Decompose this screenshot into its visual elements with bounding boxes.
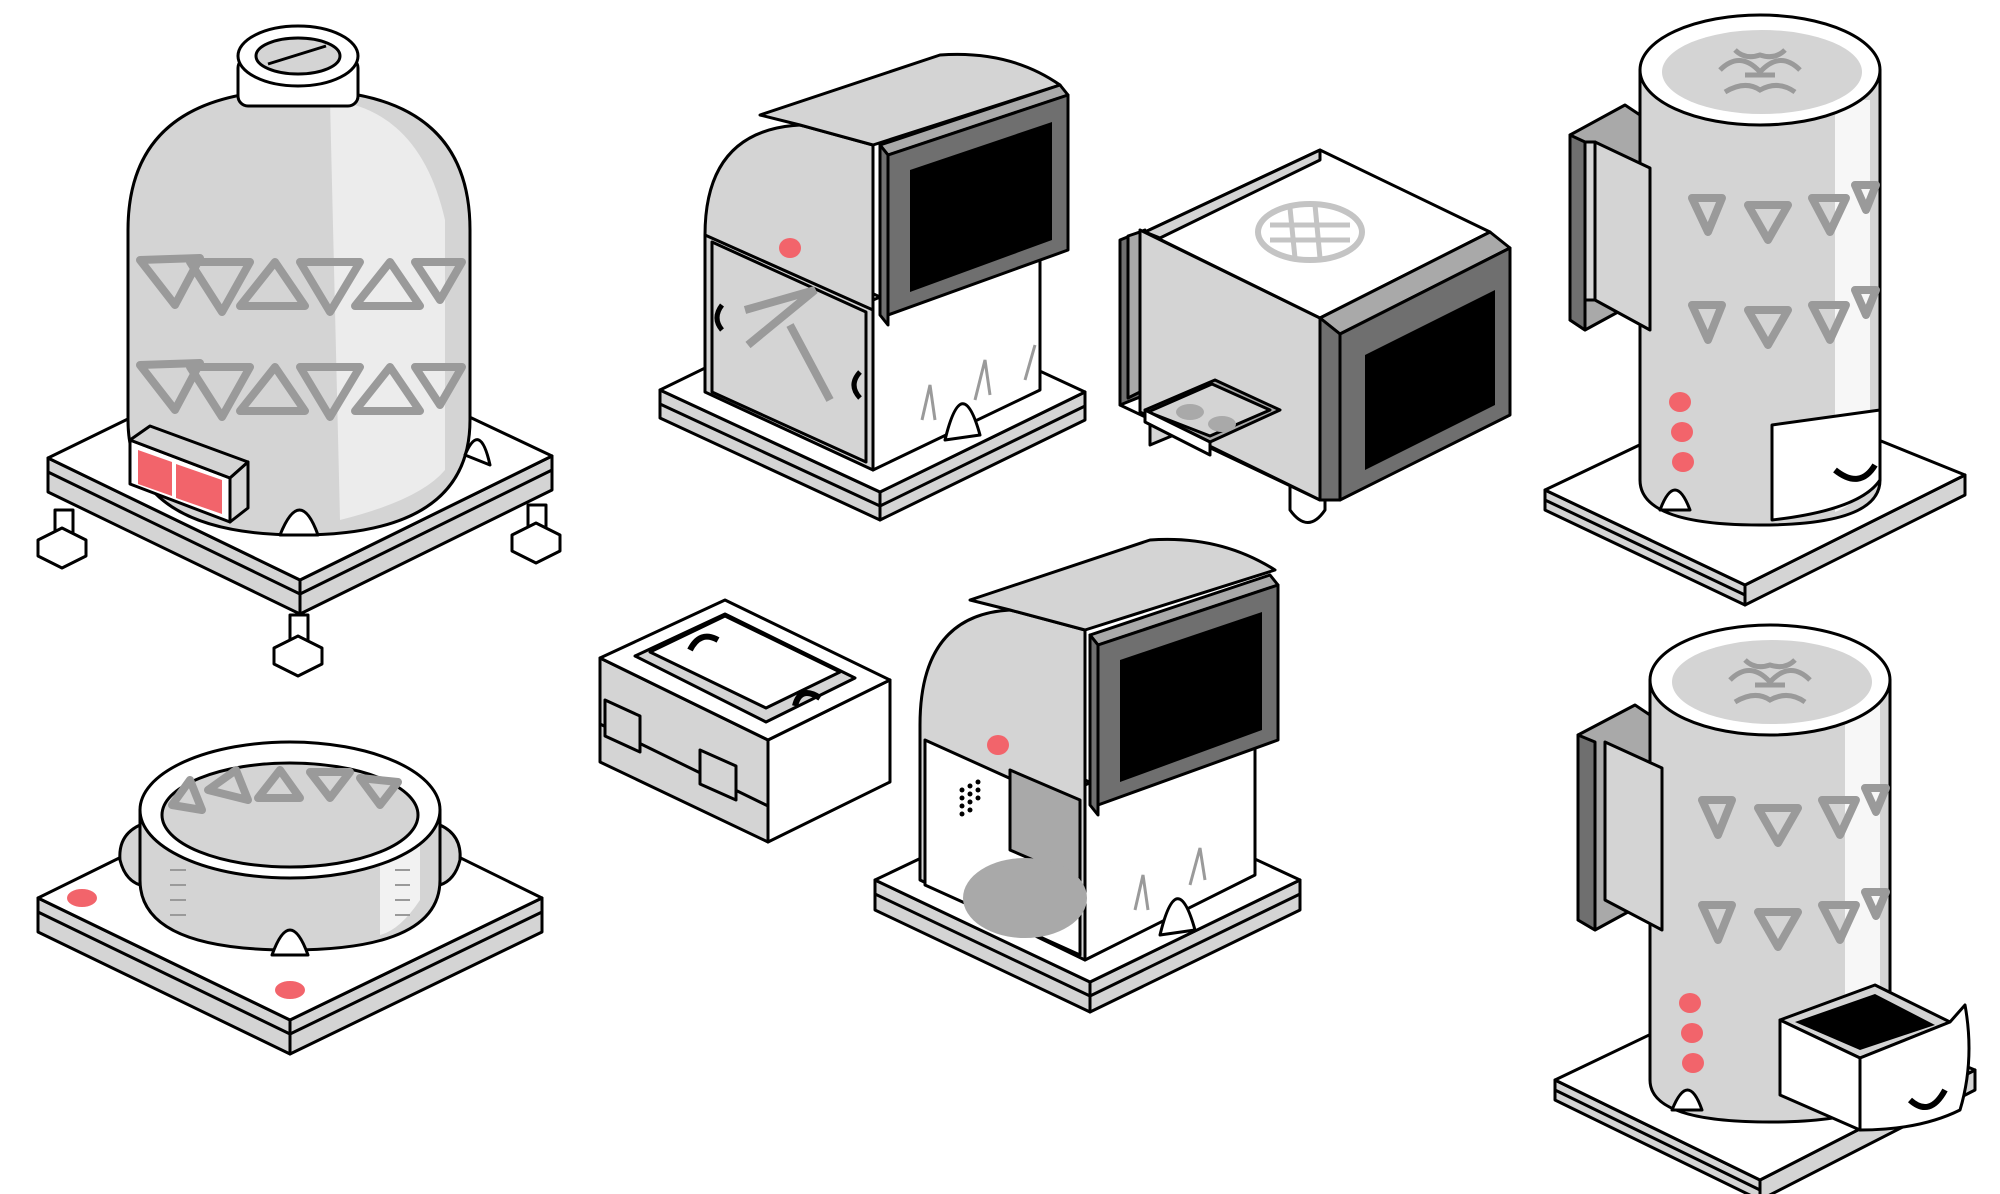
cylinder-tower-emblem bbox=[1718, 48, 1802, 95]
cylinder-tower-triangles bbox=[1688, 181, 1880, 349]
cylinder-tower-open-door bbox=[1576, 703, 1664, 932]
monitor-cabinet-open bbox=[873, 537, 1302, 1014]
cylinder-tower-open-drawer bbox=[1778, 983, 1971, 1132]
dome-tank-display bbox=[128, 424, 250, 524]
monitor-cabinet-open-grille bbox=[959, 779, 981, 817]
dome-tank bbox=[36, 24, 562, 678]
dome-tank-body bbox=[126, 88, 492, 537]
cylinder-tower-open-triangles bbox=[1698, 784, 1890, 951]
dome-tank-cap bbox=[236, 24, 360, 108]
monitor-cabinet bbox=[658, 52, 1087, 522]
ring-pool-ticks bbox=[170, 869, 410, 916]
screen-box-grid-emblem bbox=[1255, 201, 1365, 263]
cylinder-tower-open-emblem bbox=[1728, 658, 1812, 705]
ring-pool-triangle-band bbox=[168, 766, 402, 814]
screen-box bbox=[1118, 148, 1512, 524]
cylinder-tower-door bbox=[1568, 103, 1652, 332]
screen-box-screen bbox=[1318, 230, 1512, 502]
monitor-cabinet-side-ticks bbox=[920, 344, 1037, 421]
monitor-cabinet-open-screen bbox=[1088, 573, 1280, 817]
dome-tank-triangle-band bbox=[136, 254, 466, 421]
monitor-cabinet-screen bbox=[878, 83, 1070, 327]
cylinder-tower bbox=[1543, 13, 1967, 607]
open-crate bbox=[598, 598, 892, 844]
cylinder-tower-open bbox=[1553, 623, 1977, 1194]
ring-pool bbox=[36, 740, 544, 1056]
open-crate-latch bbox=[603, 698, 738, 802]
